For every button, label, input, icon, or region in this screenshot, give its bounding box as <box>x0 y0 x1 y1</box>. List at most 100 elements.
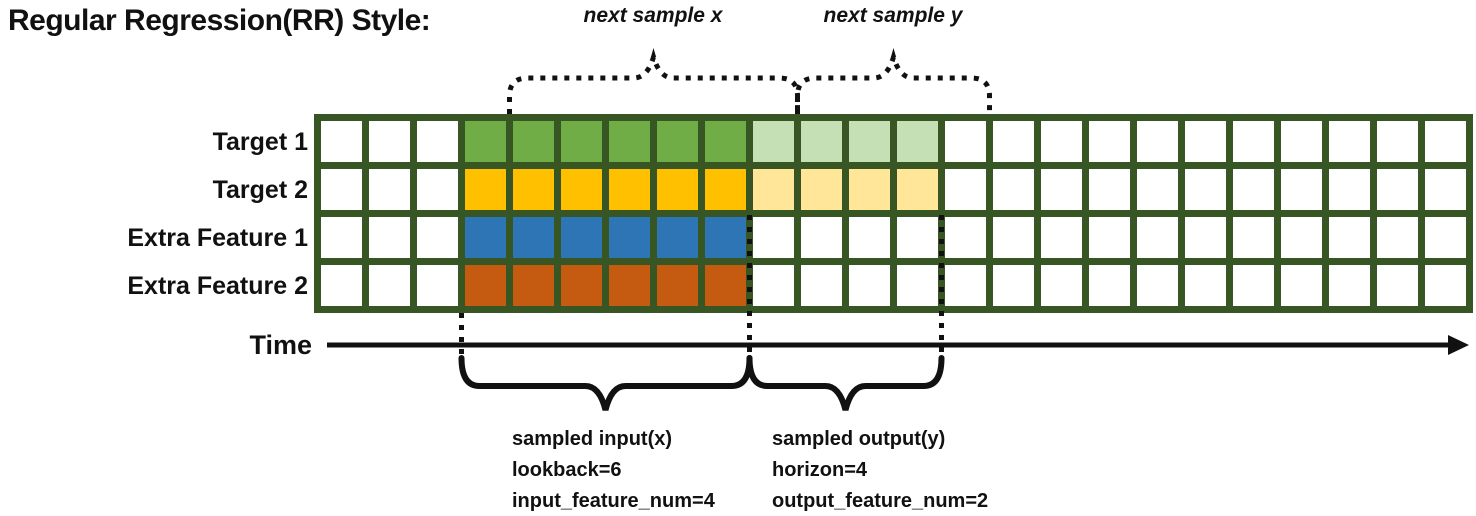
row-label-target-1: Target 1 <box>212 128 308 156</box>
row-label-extra-feature-1: Extra Feature 1 <box>127 224 308 252</box>
grid-cell <box>945 265 986 306</box>
grid-cell <box>1089 169 1130 210</box>
grid-cell <box>945 121 986 162</box>
grid-cell <box>945 169 986 210</box>
grid-cell <box>1377 265 1418 306</box>
sampled-input-annotation: sampled input(x) lookback=6 input_featur… <box>512 424 715 516</box>
grid-cell <box>1329 217 1370 258</box>
grid-cell <box>561 121 602 162</box>
time-axis-label: Time <box>249 330 312 360</box>
grid-cell <box>1089 121 1130 162</box>
horizon-value: horizon=4 <box>772 459 868 481</box>
grid-cell <box>609 169 650 210</box>
input-feature-num-value: input_feature_num=4 <box>512 490 715 512</box>
grid-cell <box>561 169 602 210</box>
grid-cell <box>1185 217 1226 258</box>
grid-cell <box>1329 121 1370 162</box>
grid-cell <box>1041 169 1082 210</box>
grid-cell <box>657 169 698 210</box>
next-sample-y-label: next sample y <box>823 4 963 27</box>
grid-cell <box>897 265 938 306</box>
row-label-target-2: Target 2 <box>212 176 308 204</box>
grid-cell <box>1041 265 1082 306</box>
grid-cell <box>609 217 650 258</box>
grid-cell <box>753 169 794 210</box>
next-sample-y-brace <box>795 47 992 114</box>
grid-cell <box>753 265 794 306</box>
grid-cell <box>369 265 410 306</box>
grid-cell <box>1089 265 1130 306</box>
grid-cell <box>897 169 938 210</box>
sample-grid <box>314 114 1473 313</box>
grid-cell <box>705 121 746 162</box>
grid-cell <box>609 121 650 162</box>
grid-cell <box>369 217 410 258</box>
sampled-input-title: sampled input(x) <box>512 428 673 450</box>
grid-cell <box>705 169 746 210</box>
time-axis-arrowhead <box>1448 335 1469 355</box>
grid-cell <box>945 217 986 258</box>
grid-cell <box>849 121 890 162</box>
grid-cell <box>321 217 362 258</box>
grid-cell <box>561 265 602 306</box>
grid-cell <box>417 265 458 306</box>
grid-cell <box>1425 265 1466 306</box>
sampled-output-title: sampled output(y) <box>772 428 946 450</box>
grid-cell <box>801 169 842 210</box>
grid-cell <box>465 169 506 210</box>
next-sample-x-label: next sample x <box>583 4 723 27</box>
grid-cell <box>1281 121 1322 162</box>
grid-cell <box>513 121 554 162</box>
grid-cell <box>1233 121 1274 162</box>
grid-cell <box>1041 217 1082 258</box>
grid-cell <box>1137 121 1178 162</box>
grid-cell <box>993 169 1034 210</box>
grid-cell <box>465 217 506 258</box>
grid-cell <box>1185 121 1226 162</box>
grid-cell <box>1281 169 1322 210</box>
grid-cell <box>849 265 890 306</box>
grid-cell <box>801 217 842 258</box>
grid-cell <box>801 265 842 306</box>
grid-cell <box>1377 121 1418 162</box>
next-sample-x-brace <box>507 47 800 114</box>
grid-cell <box>465 121 506 162</box>
grid-cell <box>1329 265 1370 306</box>
grid-cell <box>1089 217 1130 258</box>
grid-cell <box>369 169 410 210</box>
grid-cell <box>1281 265 1322 306</box>
grid-cell <box>1137 265 1178 306</box>
grid-cell <box>417 217 458 258</box>
grid-cell <box>513 169 554 210</box>
grid-cell <box>321 169 362 210</box>
sampled-output-brace <box>746 355 945 411</box>
grid-cell <box>1377 217 1418 258</box>
grid-cell <box>993 265 1034 306</box>
grid-cell <box>1185 265 1226 306</box>
grid-cell <box>1425 217 1466 258</box>
grid-cell <box>753 217 794 258</box>
grid-cell <box>993 121 1034 162</box>
output-feature-num-value: output_feature_num=2 <box>772 490 989 512</box>
row-label-extra-feature-2: Extra Feature 2 <box>127 272 308 300</box>
lookback-value: lookback=6 <box>512 459 622 481</box>
grid-cell <box>465 265 506 306</box>
grid-cell <box>1329 169 1370 210</box>
grid-cell <box>513 265 554 306</box>
grid-cell <box>1041 121 1082 162</box>
grid-cell <box>657 121 698 162</box>
grid-cell <box>801 121 842 162</box>
grid-cell <box>1233 265 1274 306</box>
sampled-input-brace <box>458 355 753 411</box>
grid-cell <box>849 169 890 210</box>
grid-cell <box>321 121 362 162</box>
grid-cell <box>1185 169 1226 210</box>
grid-cell <box>897 121 938 162</box>
grid-cell <box>417 121 458 162</box>
grid-cell <box>369 121 410 162</box>
grid-cell <box>849 217 890 258</box>
grid-cell <box>321 265 362 306</box>
grid-cell <box>705 217 746 258</box>
grid-cell <box>1233 217 1274 258</box>
